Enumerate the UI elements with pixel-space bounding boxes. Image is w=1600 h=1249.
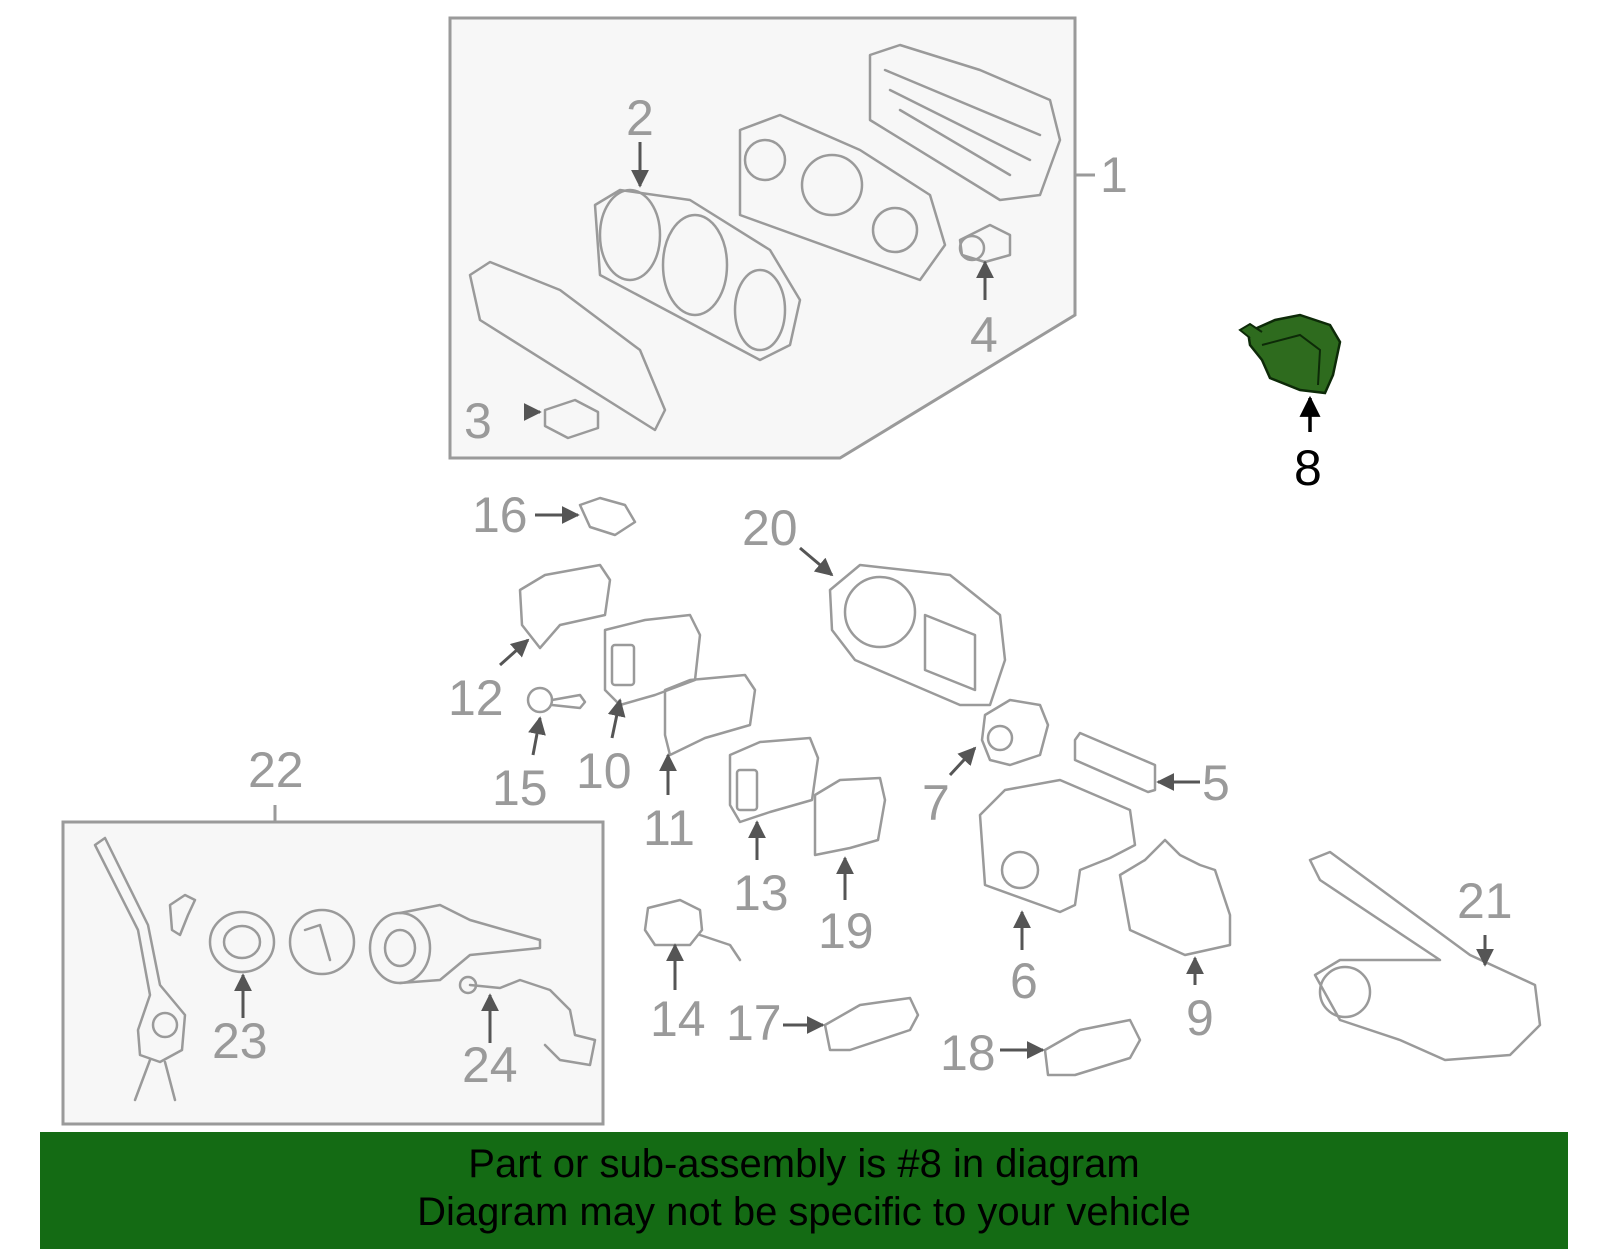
- callout-4: 4: [970, 307, 998, 363]
- callout-8: 8: [1294, 440, 1322, 496]
- part-5-strip: [1073, 731, 1157, 794]
- part-11-switch: [663, 673, 757, 757]
- lock-cover: [288, 908, 356, 976]
- cluster-back-housing: [868, 43, 1062, 202]
- cluster-lens: [468, 260, 667, 432]
- part-13-switch: [728, 736, 820, 824]
- callout-6: 6: [1010, 953, 1038, 1009]
- part-19-switch: [813, 776, 887, 857]
- part-4-bulb: [958, 223, 1012, 264]
- callout-23: 23: [212, 1013, 268, 1069]
- callout-24: 24: [462, 1037, 518, 1093]
- callout-11: 11: [643, 800, 695, 856]
- leader-arrows: [234, 142, 1494, 1059]
- lock-cylinder: [368, 903, 542, 985]
- callout-19: 19: [818, 903, 874, 959]
- cluster-group-box: [448, 16, 1095, 460]
- callout-13: 13: [733, 865, 789, 921]
- part-18-switch: [1043, 1018, 1142, 1077]
- part-10-switch: [603, 613, 702, 707]
- part-6-radio: [978, 778, 1137, 914]
- callout-5: 5: [1202, 755, 1230, 811]
- footer-line-1: Part or sub-assembly is #8 in diagram: [468, 1142, 1140, 1186]
- footer-banner: Part or sub-assembly is #8 in diagram Di…: [40, 1132, 1568, 1249]
- part-23-ring: [168, 893, 276, 974]
- callout-2: 2: [626, 90, 654, 146]
- part-24-wire: [458, 975, 597, 1067]
- callout-22: 22: [248, 742, 304, 798]
- callout-9: 9: [1186, 990, 1214, 1046]
- callout-3: 3: [464, 393, 492, 449]
- part-15-clip: [526, 686, 587, 714]
- part-8-highlighted: [1238, 313, 1342, 395]
- part-7-knob: [980, 698, 1050, 767]
- part-14-bracket: [643, 898, 742, 962]
- part-3-clip: [543, 398, 600, 440]
- callout-10: 10: [576, 743, 632, 799]
- ignition-key: [93, 836, 187, 1102]
- callout-21: 21: [1457, 873, 1513, 929]
- callout-17: 17: [726, 995, 782, 1051]
- part-17-switch: [823, 996, 920, 1052]
- cluster-bezel: [593, 188, 802, 362]
- callout-18: 18: [940, 1025, 996, 1081]
- callout-1: 1: [1100, 147, 1128, 203]
- part-20-bezel: [828, 563, 1007, 707]
- part-12-switch: [518, 563, 612, 650]
- callout-15: 15: [492, 760, 548, 816]
- callout-16: 16: [472, 487, 528, 543]
- part-16-connector: [578, 496, 637, 537]
- gauge-face: [738, 113, 947, 282]
- callout-20: 20: [742, 500, 798, 556]
- callout-14: 14: [650, 991, 706, 1047]
- callout-7: 7: [922, 775, 950, 831]
- part-9-bracket: [1118, 838, 1232, 957]
- callout-12: 12: [448, 670, 504, 726]
- footer-line-2: Diagram may not be specific to your vehi…: [417, 1190, 1191, 1234]
